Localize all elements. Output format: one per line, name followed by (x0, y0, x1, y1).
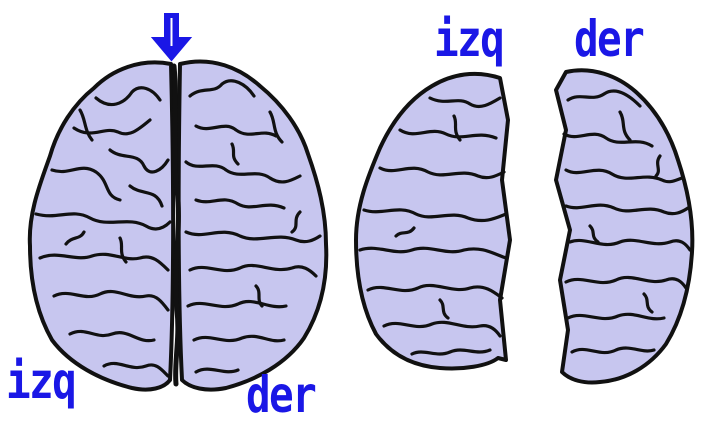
right-label-split-brain: der (574, 14, 643, 64)
down-arrow-icon (153, 14, 190, 60)
split-brain-left (356, 74, 510, 369)
left-label-full-brain: izq (6, 356, 75, 406)
right-label-full-brain: der (246, 370, 315, 420)
split-right-hemisphere (556, 70, 692, 382)
full-brain (30, 61, 327, 389)
split-brain-right (556, 70, 692, 382)
full-brain-right-hemisphere (179, 61, 327, 389)
left-label-split-brain: izq (434, 14, 503, 64)
